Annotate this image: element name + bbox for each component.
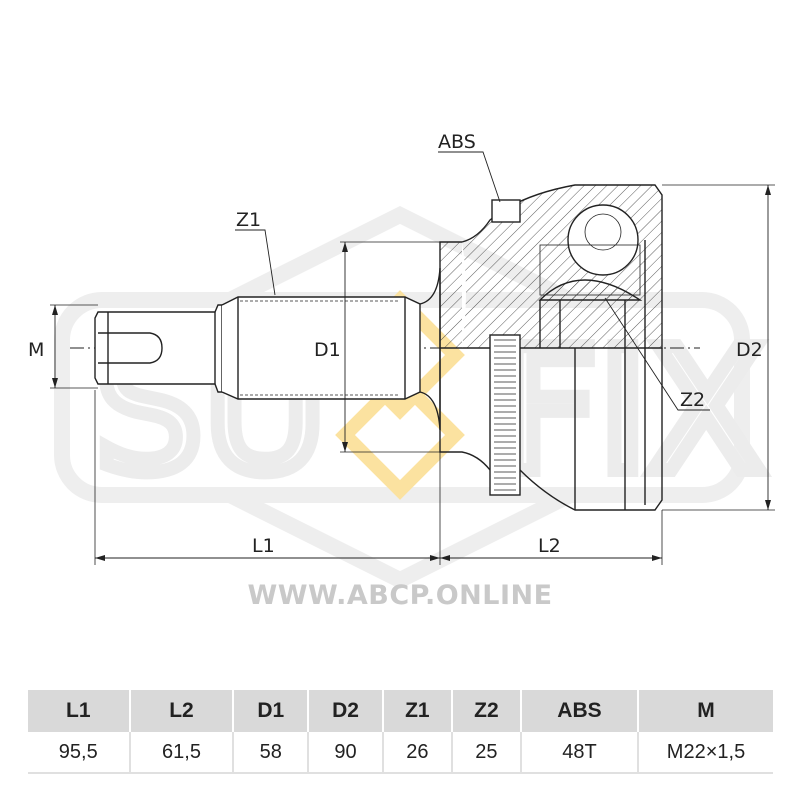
header-cell: ABS bbox=[520, 690, 640, 732]
header-cell: D2 bbox=[308, 690, 384, 732]
value-cell: 48T bbox=[520, 732, 640, 774]
cv-joint-drawing: SU FIX bbox=[28, 131, 775, 589]
label-abs: ABS bbox=[438, 131, 476, 153]
value-cell: 95,5 bbox=[28, 732, 131, 774]
label-d1: D1 bbox=[314, 339, 341, 361]
label-m: M bbox=[28, 339, 44, 361]
value-cell: 61,5 bbox=[129, 732, 235, 774]
value-cell: M22×1,5 bbox=[638, 732, 773, 774]
label-d2: D2 bbox=[736, 339, 763, 361]
label-z1: Z1 bbox=[236, 209, 261, 231]
header-cell: M bbox=[638, 690, 773, 732]
abs-ring-teeth bbox=[494, 339, 516, 491]
website-watermark: WWW.ABCP.ONLINE bbox=[247, 580, 553, 611]
value-cell: 25 bbox=[451, 732, 522, 774]
value-cell: 90 bbox=[308, 732, 384, 774]
header-cell: Z2 bbox=[451, 690, 522, 732]
value-cell: 26 bbox=[382, 732, 453, 774]
spec-table-header-row: L1 L2 D1 D2 Z1 Z2 ABS M bbox=[28, 690, 773, 732]
label-l2: L2 bbox=[538, 535, 561, 557]
label-l1: L1 bbox=[252, 535, 275, 557]
header-cell: L1 bbox=[28, 690, 131, 732]
header-cell: Z1 bbox=[382, 690, 453, 732]
label-z2: Z2 bbox=[680, 389, 705, 411]
header-cell: L2 bbox=[129, 690, 235, 732]
spec-table: L1 L2 D1 D2 Z1 Z2 ABS M 95,5 61,5 58 90 … bbox=[28, 690, 773, 774]
value-cell: 58 bbox=[233, 732, 310, 774]
header-cell: D1 bbox=[233, 690, 310, 732]
spec-table-value-row: 95,5 61,5 58 90 26 25 48T M22×1,5 bbox=[28, 732, 773, 774]
